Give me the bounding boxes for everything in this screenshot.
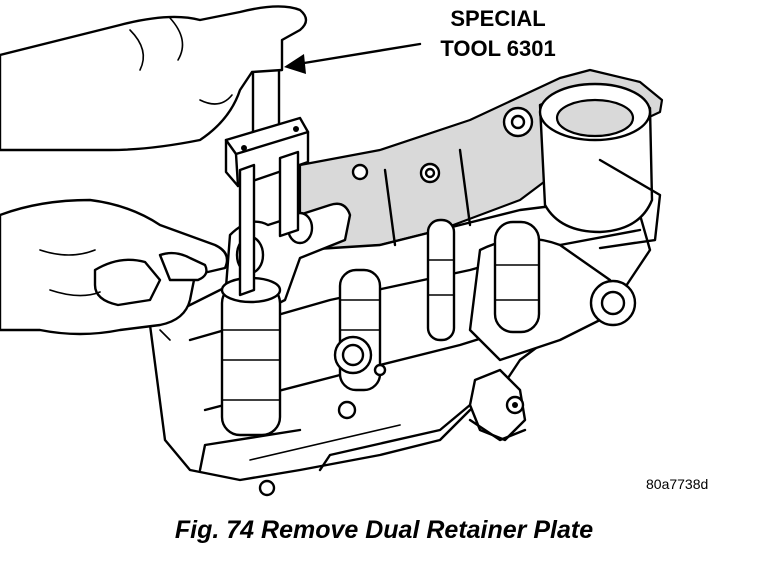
callout-line-1: SPECIAL [450, 6, 546, 31]
tool-callout-label: SPECIAL TOOL 6301 [418, 4, 578, 64]
callout-arrow [284, 42, 422, 74]
hands [0, 5, 308, 336]
valve-spool [220, 276, 282, 437]
image-code: 80a7738d [646, 476, 709, 492]
figure-caption: Fig. 74 Remove Dual Retainer Plate [174, 516, 594, 544]
callout-line-2: TOOL 6301 [440, 36, 556, 61]
